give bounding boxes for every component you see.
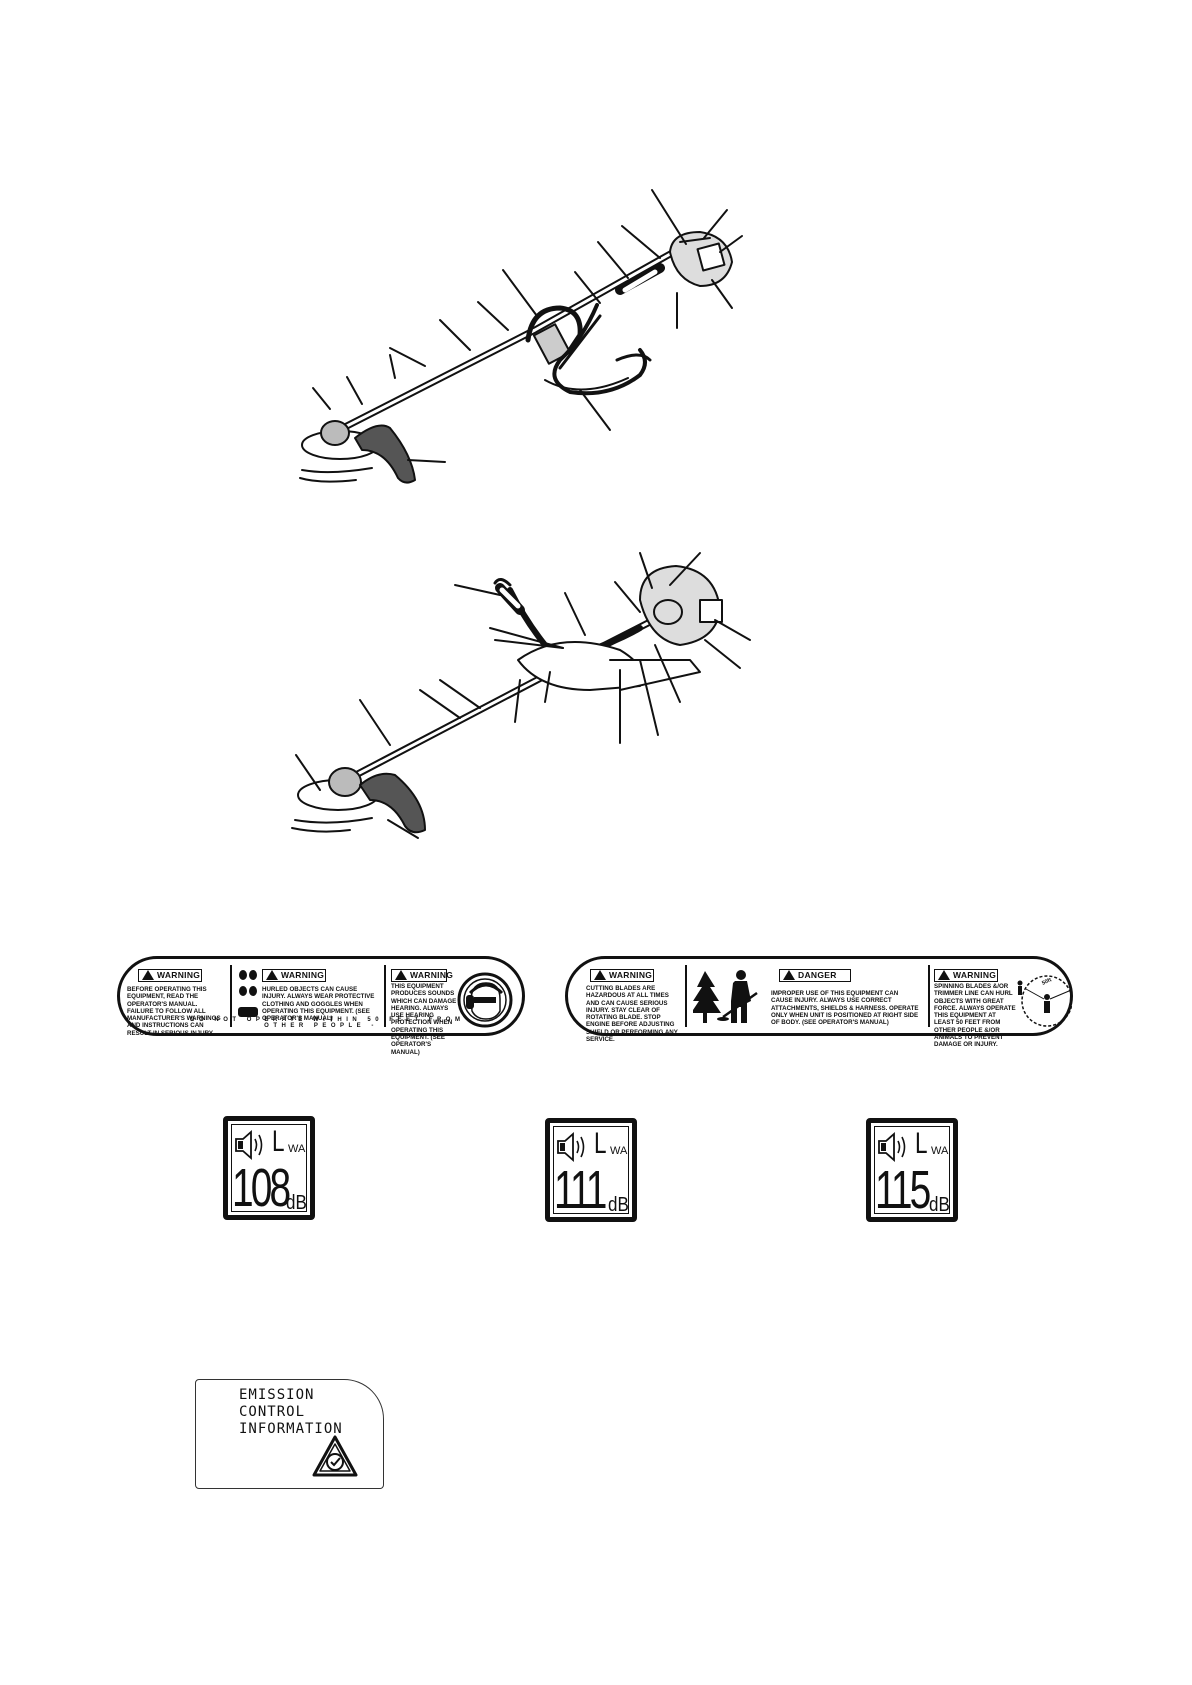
sound-value: 111 [554, 1160, 607, 1220]
warning-triangle-icon [142, 970, 154, 980]
warning-text: CUTTING BLADES ARE HAZARDOUS AT ALL TIME… [586, 985, 678, 1044]
sound-value: 115 [875, 1160, 931, 1220]
warning-header-text: WARNING [953, 970, 997, 980]
sound-subscript: WA [610, 1145, 628, 1157]
warning-text: SPINNING BLADES &/OR TRIMMER LINE CAN HU… [934, 983, 1016, 1049]
sound-subscript: WA [931, 1145, 949, 1157]
decal-panel: WARNING THIS EQUIPMENT PRODUCES SOUNDS W… [386, 965, 524, 1056]
trimmer-loop-handle-illustration [299, 189, 743, 484]
decal-panel: DANGER IMPROPER USE OF THIS EQUIPMENT CA… [687, 965, 928, 1027]
decal-panel: WARNING HURLED OBJECTS CAN CAUSE INJURY.… [232, 965, 384, 1027]
sound-symbol: L [915, 1127, 928, 1160]
danger-text: IMPROPER USE OF THIS EQUIPMENT CAN CAUSE… [771, 990, 919, 1027]
decal-divider [685, 965, 687, 1027]
sound-unit: dB [929, 1194, 950, 1216]
ear-eye-protection-icon [457, 972, 513, 1028]
danger-header-text: DANGER [798, 970, 837, 980]
label-inner-border [231, 1124, 307, 1212]
protective-clothing-icon [238, 970, 258, 1017]
compliance-mark-icon [312, 1435, 358, 1477]
sound-symbol: L [594, 1127, 607, 1160]
sound-power-label: L WA 111 dB [545, 1118, 637, 1222]
decal-panel: WARNING SPINNING BLADES &/OR TRIMMER LIN… [930, 965, 1074, 1048]
warning-decal-right: WARNING CUTTING BLADES ARE HAZARDOUS AT … [565, 956, 1074, 1048]
label-inner-border [553, 1126, 629, 1214]
warning-header: WARNING [391, 969, 453, 982]
sound-value: 108 [232, 1158, 291, 1218]
warning-triangle-icon [395, 970, 407, 980]
warning-triangle-icon [783, 970, 795, 980]
emission-control-label: EMISSION CONTROL INFORMATION [195, 1379, 384, 1489]
sound-unit: dB [608, 1194, 629, 1216]
warning-triangle-icon [594, 970, 606, 980]
warning-header-text: WARNING [157, 970, 201, 980]
warning-header-text: WARNING [410, 970, 454, 980]
decal-panel: WARNING CUTTING BLADES ARE HAZARDOUS AT … [568, 965, 685, 1043]
warning-triangle-icon [938, 970, 950, 980]
warning-header: WARNING [262, 969, 326, 982]
sound-subscript: WA [288, 1143, 306, 1155]
warning-text: THIS EQUIPMENT PRODUCES SOUNDS WHICH CAN… [391, 983, 457, 1056]
speaker-icon [878, 1132, 906, 1162]
label-inner-border [874, 1126, 950, 1214]
warning-triangle-icon [266, 970, 278, 980]
warning-header-text: WARNING [609, 970, 653, 980]
sound-unit: dB [286, 1192, 307, 1214]
danger-header: DANGER [779, 969, 851, 982]
sound-power-label: L WA 108 dB [223, 1116, 315, 1220]
speaker-icon [557, 1132, 585, 1162]
decal-divider [384, 965, 386, 1027]
warning-header: WARNING [934, 969, 998, 982]
warning-text: HURLED OBJECTS CAN CAUSE INJURY. ALWAYS … [262, 986, 375, 1023]
sound-symbol: L [272, 1125, 285, 1158]
safety-distance-icon [1017, 975, 1072, 1027]
speaker-icon [235, 1130, 263, 1160]
warning-text: BEFORE OPERATING THIS EQUIPMENT, READ TH… [127, 986, 221, 1037]
decal-divider [928, 965, 930, 1027]
decal-panel: WARNING BEFORE OPERATING THIS EQUIPMENT,… [120, 965, 230, 1037]
warning-header-text: WARNING [281, 970, 325, 980]
warning-decal-left: WARNING BEFORE OPERATING THIS EQUIPMENT,… [117, 956, 525, 1056]
warning-header: WARNING [138, 969, 202, 982]
trimmer-bike-handle-illustration [291, 552, 751, 839]
decal-footer: - DO NOT OPERATE WITHIN 50 FEET FROM OTH… [177, 1017, 465, 1029]
sound-power-label: L WA 115 dB [866, 1118, 958, 1222]
emission-text: EMISSION CONTROL INFORMATION [239, 1387, 343, 1437]
warning-header: WARNING [590, 969, 654, 982]
tree-operator-icon [693, 970, 758, 1023]
decal-divider [230, 965, 232, 1027]
